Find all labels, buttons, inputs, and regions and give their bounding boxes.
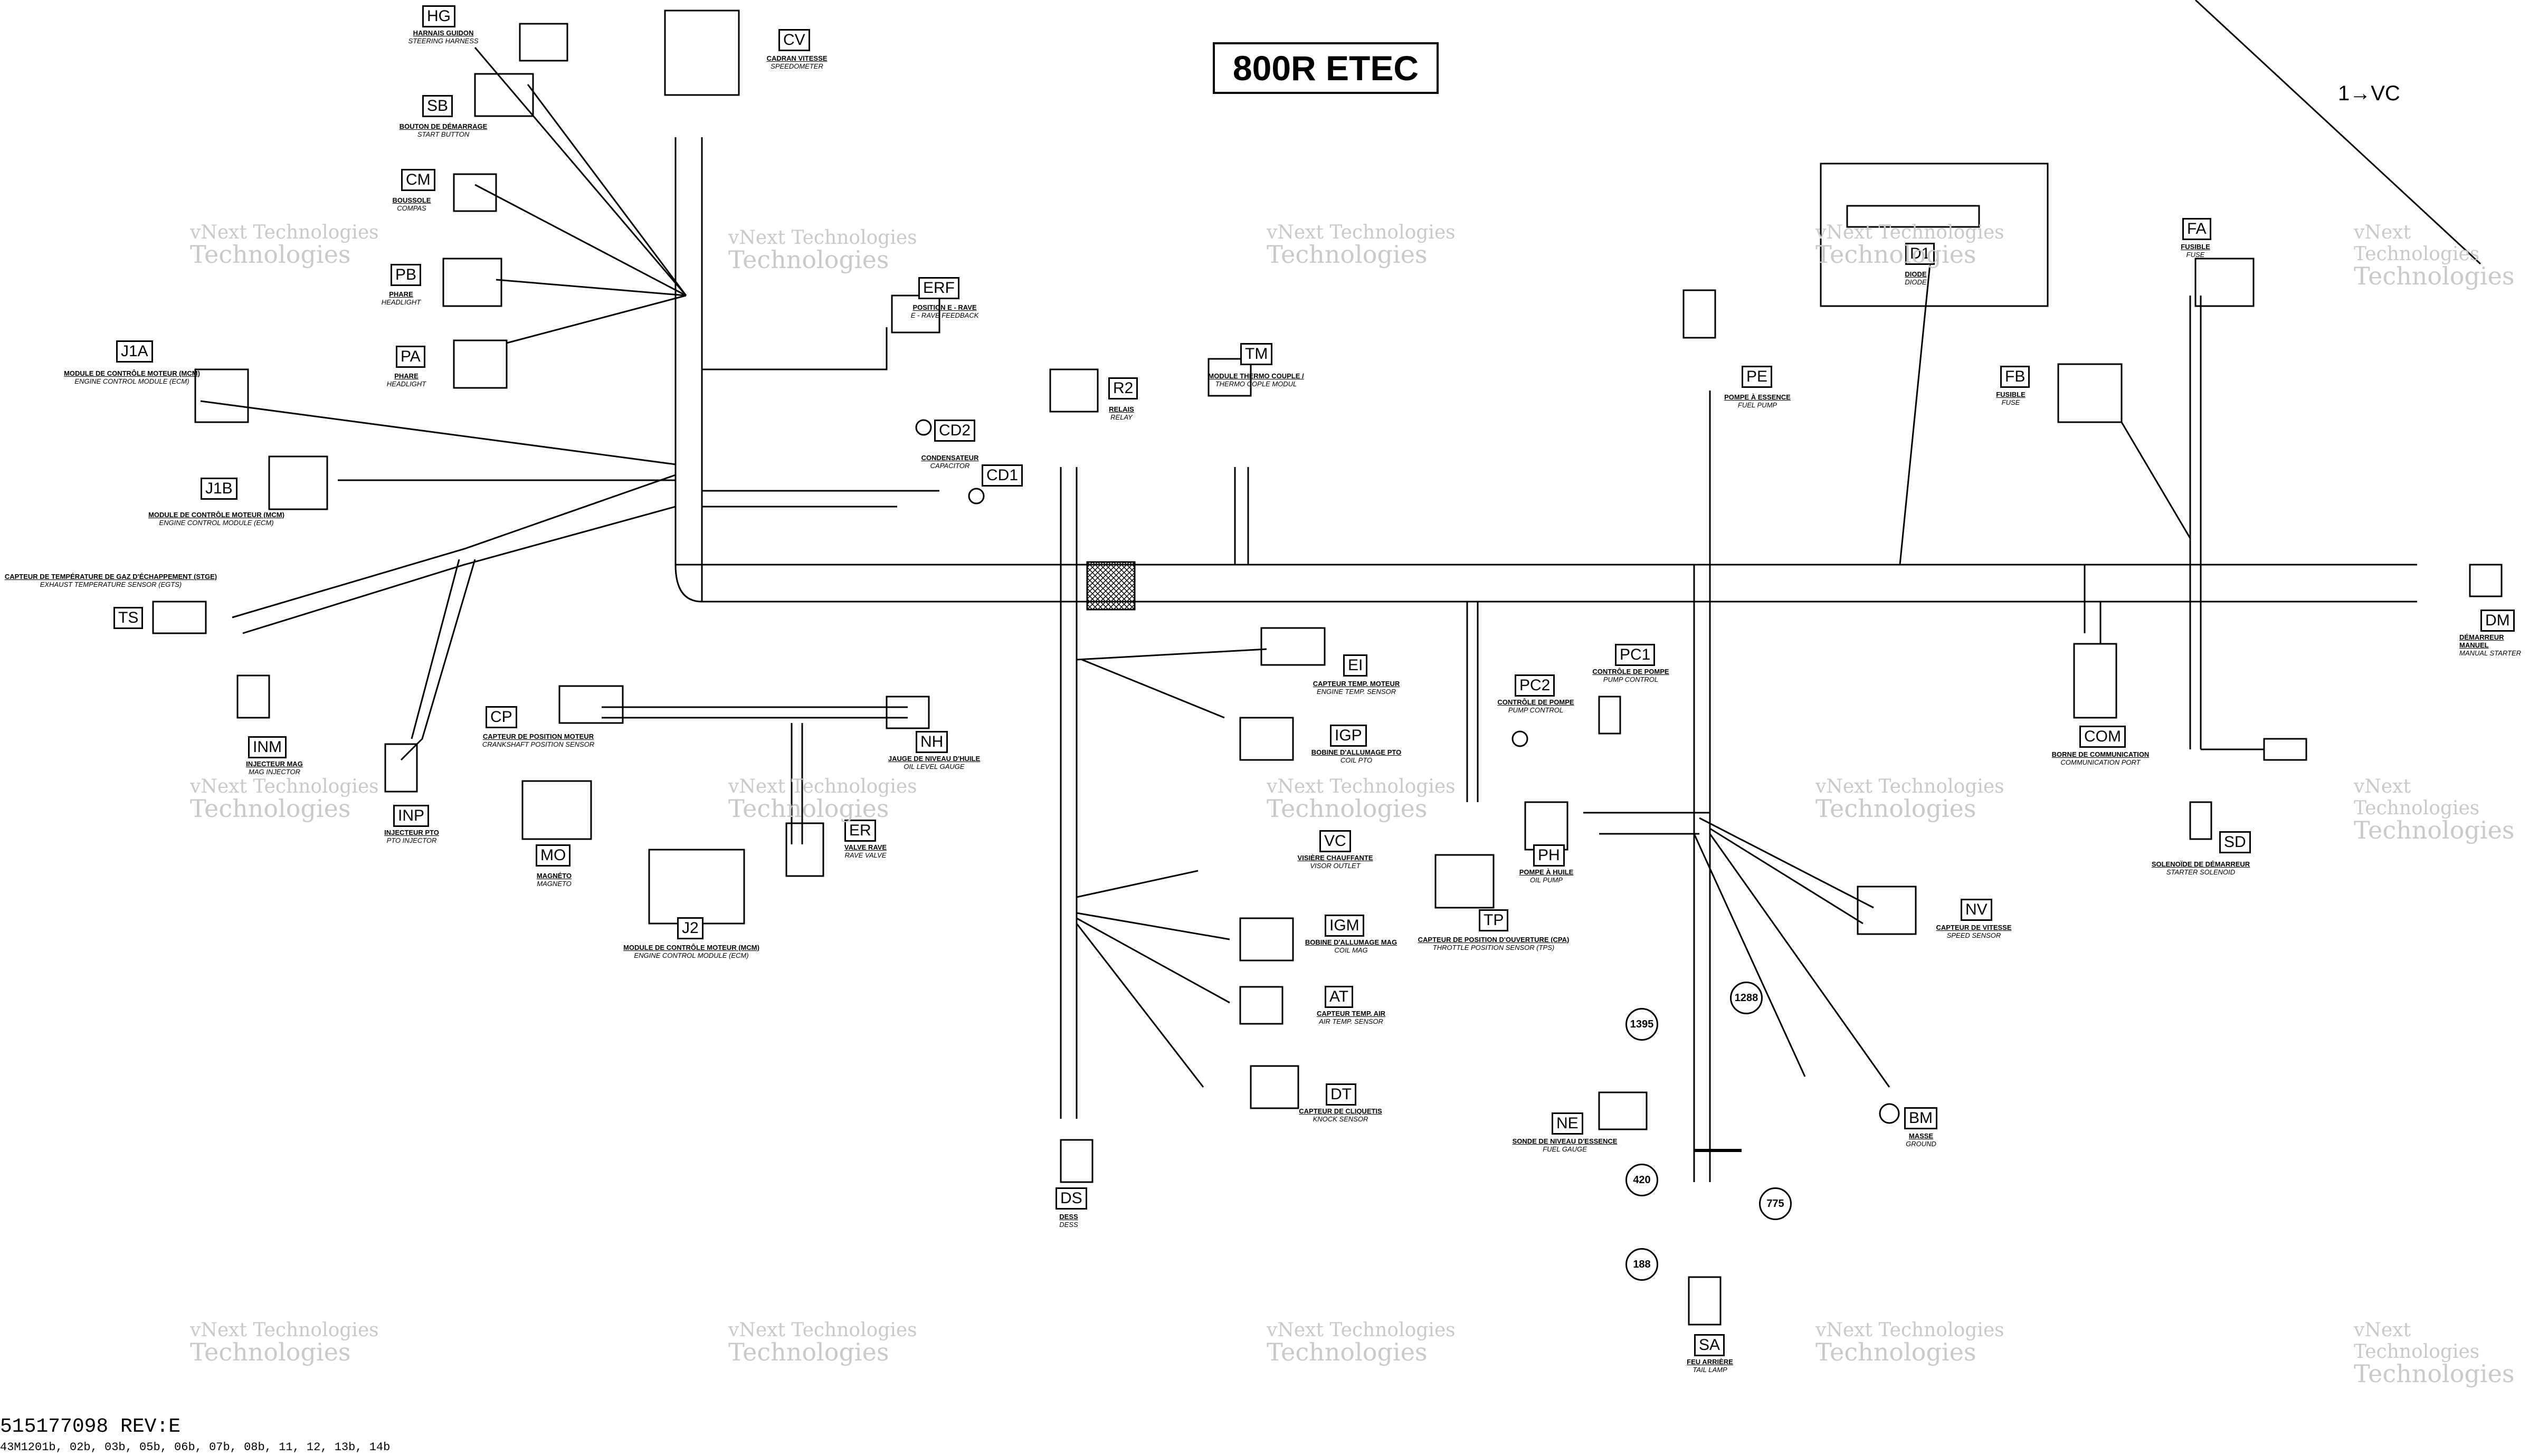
junction-crosshatch xyxy=(1087,562,1135,610)
